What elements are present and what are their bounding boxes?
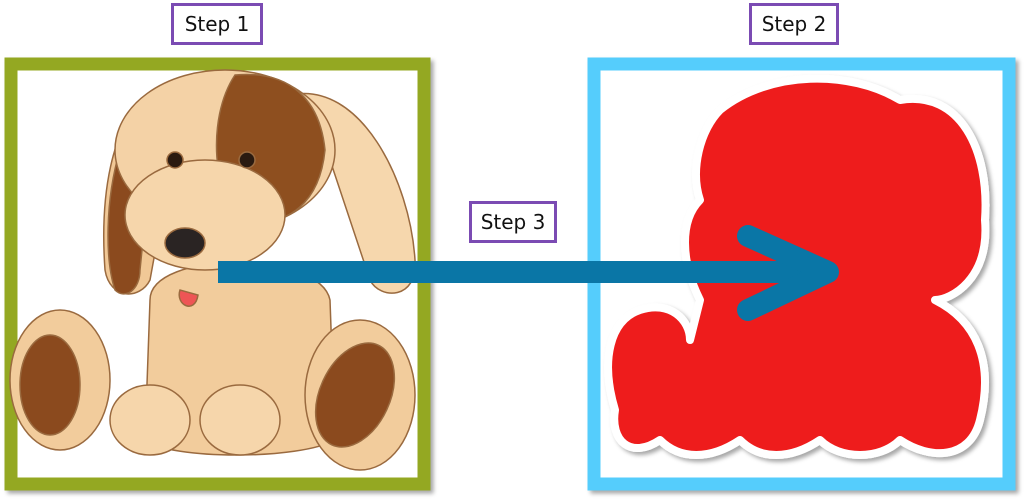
step3-label: Step 3 xyxy=(469,201,557,243)
plush-dog-image xyxy=(9,69,416,471)
step2-label: Step 2 xyxy=(749,3,839,45)
step3-arrow xyxy=(218,225,839,321)
step1-label: Step 1 xyxy=(171,3,263,45)
